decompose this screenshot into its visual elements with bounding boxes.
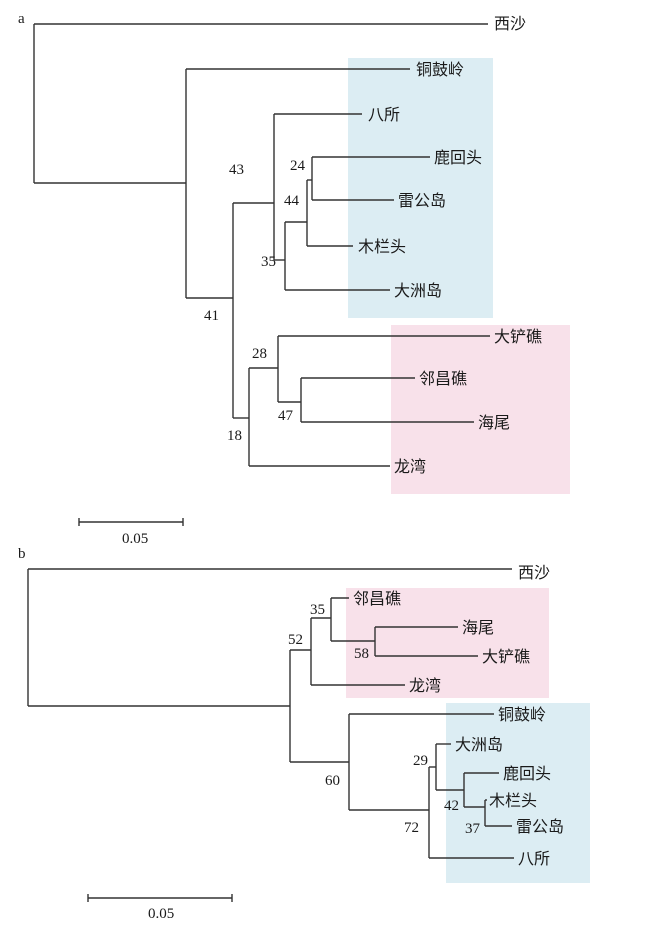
taxon-label: 鹿回头 <box>434 148 482 167</box>
taxon-label: 大洲岛 <box>394 281 442 300</box>
taxon-label-outgroup: 西沙 <box>518 563 550 582</box>
taxon-label: 八所 <box>518 849 550 868</box>
bootstrap-value: 28 <box>252 346 267 362</box>
clade-highlight-pink <box>346 588 549 698</box>
bootstrap-value: 42 <box>444 798 459 814</box>
bootstrap-value: 18 <box>227 428 242 444</box>
taxon-label: 铜鼓岭 <box>416 60 464 79</box>
clade-highlight-pink <box>391 325 570 494</box>
scale-bar: 0.05 <box>87 894 233 922</box>
bootstrap-value: 37 <box>465 821 481 837</box>
taxon-label: 木栏头 <box>358 237 406 256</box>
taxon-label: 龙湾 <box>409 676 441 695</box>
clade-highlight-blue <box>446 703 590 883</box>
bootstrap-value: 41 <box>204 308 219 324</box>
taxon-label: 邻昌礁 <box>419 369 467 388</box>
taxon-label: 龙湾 <box>394 457 426 476</box>
panel-label: a <box>18 11 25 27</box>
taxon-label: 八所 <box>368 105 400 124</box>
scale-bar-label: 0.05 <box>122 531 148 547</box>
bootstrap-value: 47 <box>278 408 294 424</box>
tree-branches <box>27 568 514 859</box>
taxon-label: 大铲礁 <box>482 647 530 666</box>
bootstrap-value: 35 <box>261 254 276 270</box>
tree-a: a <box>18 11 570 547</box>
clade-highlight-blue <box>348 58 493 318</box>
bootstrap-value: 29 <box>413 753 428 769</box>
taxon-label: 木栏头 <box>489 791 537 810</box>
bootstrap-value: 43 <box>229 162 244 178</box>
taxon-label: 大洲岛 <box>455 735 503 754</box>
scale-bar-label: 0.05 <box>148 906 174 922</box>
taxon-label: 邻昌礁 <box>353 589 401 608</box>
tree-b: b <box>18 546 590 922</box>
bootstrap-value: 24 <box>290 158 306 174</box>
bootstrap-value: 44 <box>284 193 300 209</box>
bootstrap-value: 60 <box>325 773 340 789</box>
taxon-label: 鹿回头 <box>503 764 551 783</box>
bootstrap-value: 52 <box>288 632 303 648</box>
bootstrap-value: 35 <box>310 602 325 618</box>
taxon-label: 雷公岛 <box>398 191 446 210</box>
taxon-label: 海尾 <box>478 413 510 432</box>
taxon-label-outgroup: 西沙 <box>494 14 526 33</box>
tree-branches <box>33 23 490 467</box>
taxon-label: 铜鼓岭 <box>498 705 546 724</box>
bootstrap-value: 72 <box>404 820 419 836</box>
taxon-label: 海尾 <box>462 618 494 637</box>
panel-label: b <box>18 546 26 562</box>
taxon-label: 大铲礁 <box>494 327 542 346</box>
scale-bar: 0.05 <box>78 518 184 547</box>
bootstrap-value: 58 <box>354 646 369 662</box>
taxon-label: 雷公岛 <box>516 817 564 836</box>
